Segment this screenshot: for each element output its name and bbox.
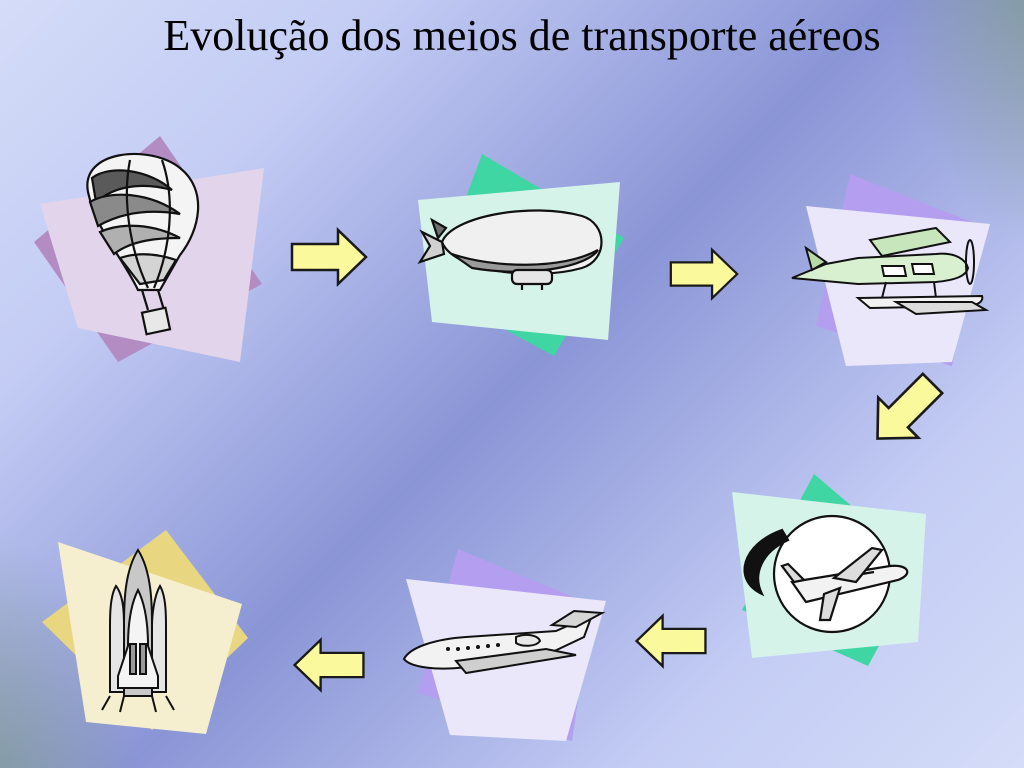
- stage-jet: [402, 549, 606, 741]
- arrow-4-left: [634, 613, 707, 669]
- arrow-5-left: [292, 637, 365, 693]
- space-shuttle-icon: [101, 548, 175, 713]
- stage-balloon: [34, 136, 264, 362]
- arrow-2-right: [669, 247, 739, 301]
- stage-airliner: [732, 474, 926, 666]
- arrow-3-down-left: [876, 371, 945, 440]
- stage-shuttle: [42, 530, 248, 734]
- business-jet-icon: [402, 609, 606, 675]
- seaplane-front-card: [806, 206, 990, 366]
- page-title: Evolução dos meios de transporte aéreos: [163, 11, 881, 60]
- arrow-1-right: [290, 227, 368, 287]
- airliner-globe-icon: [743, 514, 909, 634]
- stage-airship: [417, 154, 624, 356]
- stage-seaplane: [791, 174, 990, 366]
- airship-icon: [417, 209, 603, 290]
- hot-air-balloon-icon: [86, 152, 200, 336]
- seaplane-icon: [791, 226, 990, 316]
